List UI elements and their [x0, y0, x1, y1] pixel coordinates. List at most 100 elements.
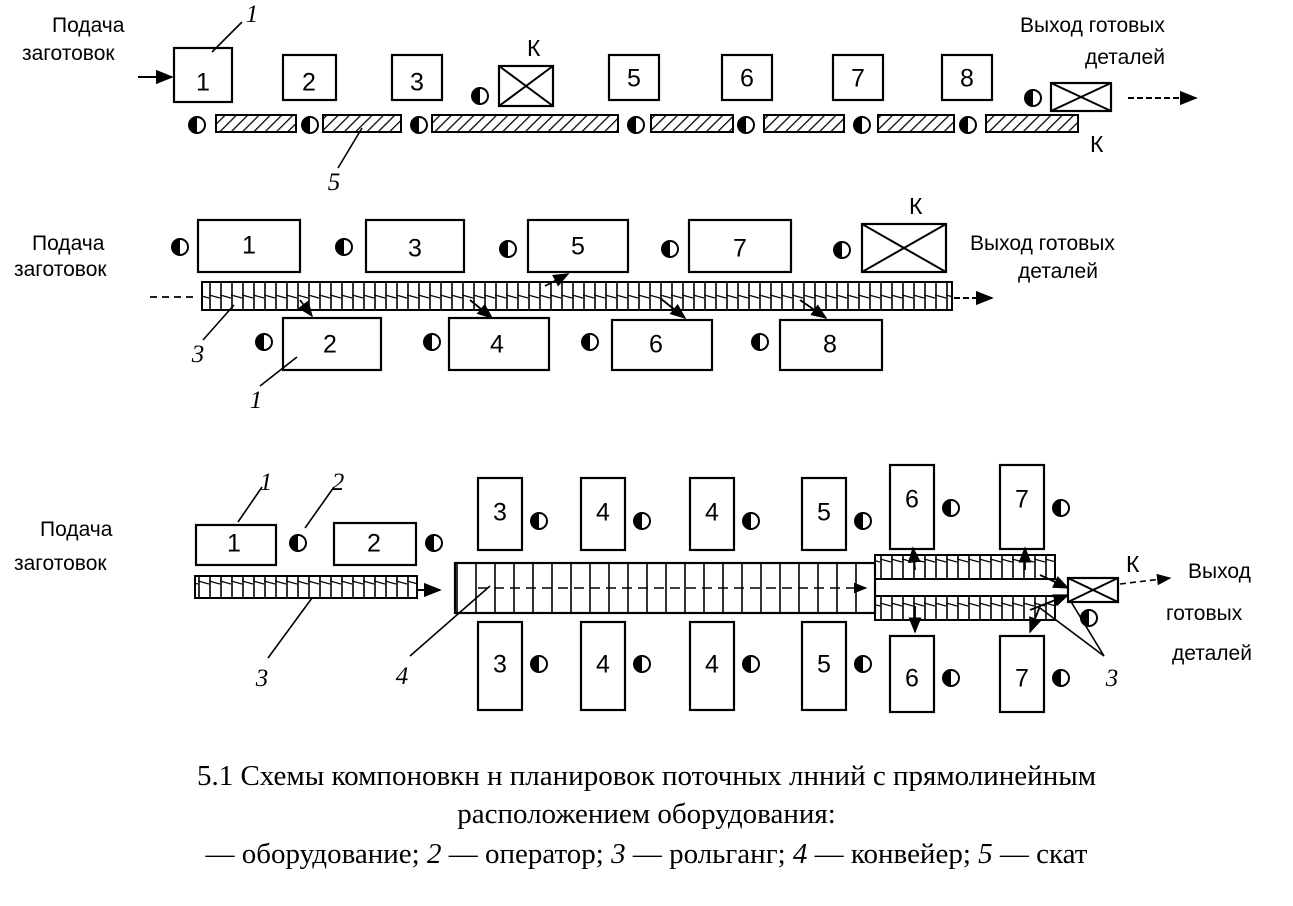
d3-input-label-line2: заготовок [14, 552, 107, 575]
d2-station-3-label: 3 [408, 235, 422, 263]
d1-station-8 [940, 53, 994, 102]
d1-station-7-label: 7 [851, 65, 865, 93]
d3-bottom-station [800, 620, 848, 712]
operator-icon [188, 116, 206, 134]
d3-exit-roller-lower [874, 595, 1056, 621]
diagram-1-straight-line: Подача заготовок 1 2 3 5 6 7 8 К [22, 1, 1198, 196]
d1-chutes [215, 114, 1079, 133]
d3-bottom-station [998, 634, 1046, 714]
d3-station-1 [194, 523, 278, 567]
d1-station-2-label: 2 [302, 69, 316, 97]
figure-caption-title: Схемы компоновкн н планировок поточных л… [240, 760, 1097, 792]
d3-bottom-station-label: 5 [817, 651, 831, 679]
legend-chute: — скат [992, 838, 1088, 870]
d3-bottom-station [476, 620, 524, 712]
operator-icon [289, 534, 307, 552]
d1-output-label-line1: Выход готовых [1020, 14, 1165, 37]
d1-callout-1-leader [211, 21, 243, 53]
operator-icon [1052, 669, 1070, 687]
d1-station-8-label: 8 [960, 65, 974, 93]
operator-icon [425, 534, 443, 552]
operator-icon [499, 240, 517, 258]
d1-callout-1: 1 [246, 1, 259, 28]
d3-callout-4-leader [409, 585, 491, 657]
d1-station-1-label: 1 [196, 69, 210, 97]
d3-callout-3b-leader-a [1039, 607, 1105, 657]
operator-icon [942, 669, 960, 687]
d2-station-5 [526, 218, 630, 274]
d3-callout-3b: 3 [1105, 665, 1119, 692]
d1-station-6 [720, 53, 774, 102]
d3-control-station [1066, 576, 1120, 604]
d2-input-label-line2: заготовок [14, 258, 107, 281]
d3-top-station-label: 6 [905, 486, 919, 514]
d3-callout-2: 2 [332, 469, 345, 496]
figure-caption-line2: расположением оборудования: [457, 798, 836, 830]
d2-callout-1-leader [259, 356, 298, 387]
d2-station-8 [778, 318, 884, 372]
d3-exit-roller-upper [874, 554, 1056, 580]
d2-station-7-label: 7 [733, 235, 747, 263]
d3-top-station-label: 7 [1015, 486, 1029, 514]
d3-top-station-label: 4 [596, 499, 610, 527]
d3-bottom-station-label: 3 [493, 651, 507, 679]
operator-icon [742, 655, 760, 673]
operator-icon [661, 240, 679, 258]
operator-icon [959, 116, 977, 134]
d1-station-6-label: 6 [740, 65, 754, 93]
d2-station-1 [196, 218, 302, 274]
d1-operators [188, 87, 1042, 134]
d3-entry-roller-conveyor [194, 575, 418, 599]
d3-output-label-line2: готовых [1166, 602, 1243, 625]
d3-top-station [476, 476, 524, 552]
operator-icon [171, 238, 189, 256]
d3-bottom-station-label: 7 [1015, 665, 1029, 693]
operator-icon [1024, 89, 1042, 107]
legend-chute-num: 5 [978, 838, 993, 870]
d2-station-5-label: 5 [571, 233, 585, 261]
operator-icon [633, 512, 651, 530]
d1-station-3 [390, 53, 444, 102]
d1-control-station-2 [1049, 81, 1113, 113]
legend-conveyor: — конвейер; [807, 838, 971, 870]
d1-station-2 [281, 53, 338, 102]
operator-icon [854, 512, 872, 530]
d3-input-label-line1: Подача [40, 518, 113, 541]
d2-control-station [860, 222, 948, 274]
operator-icon [530, 512, 548, 530]
operator-icon [1052, 499, 1070, 517]
operator-icon [581, 333, 599, 351]
d3-station-2 [332, 521, 418, 567]
layout-diagrams: Подача заготовок 1 2 3 5 6 7 8 К [14, 1, 1252, 714]
d3-top-station-label: 5 [817, 499, 831, 527]
operator-icon [751, 333, 769, 351]
d2-input-label-line1: Подача [32, 232, 105, 255]
operator-icon [737, 116, 755, 134]
d3-top-station [800, 476, 848, 552]
d2-control-label: К [909, 193, 923, 219]
operator-icon [942, 499, 960, 517]
operator-icon [833, 241, 851, 259]
d2-station-2-label: 2 [323, 331, 337, 359]
d3-bottom-station-label: 6 [905, 665, 919, 693]
legend-conveyor-num: 4 [792, 838, 808, 870]
operator-icon [423, 333, 441, 351]
d1-station-5-label: 5 [627, 65, 641, 93]
d1-input-label-line1: Подача [52, 14, 125, 37]
d2-station-4-label: 4 [490, 331, 504, 359]
legend-operator: — оператор; [441, 838, 604, 870]
d3-top-station-label: 3 [493, 499, 507, 527]
operator-icon [471, 87, 489, 105]
figure-caption-legend: — оборудование; 2 — оператор; 3 — рольга… [0, 838, 1293, 871]
figure-caption-prefix: 5.1 [196, 760, 234, 792]
d1-control-label-1: К [527, 35, 541, 61]
d2-callout-1: 1 [250, 387, 263, 414]
d3-top-station [888, 463, 936, 551]
d1-station-3-label: 3 [410, 69, 424, 97]
diagram-2-two-sided-line: Подача заготовок 1 3 5 7 К 2 4 [14, 193, 1115, 414]
d2-callout-3-leader [202, 304, 235, 341]
figure-caption-line1: 5.1 Схемы компоновкн н планировок поточн… [0, 760, 1293, 793]
